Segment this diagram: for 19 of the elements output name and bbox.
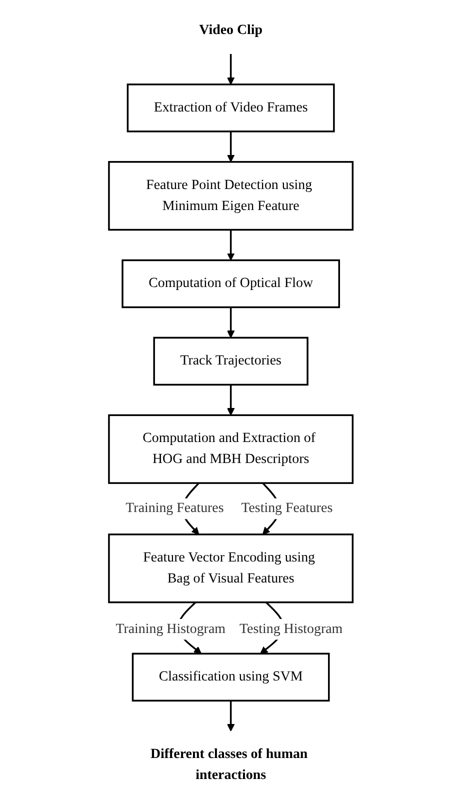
node-box: Track Trajectories (152, 336, 308, 386)
node-text: Different classes of human interactions (150, 746, 308, 782)
arrow (226, 230, 234, 261)
edge-label: Testing Features (240, 500, 332, 516)
edge-label: Training Features (125, 500, 224, 516)
node-box: Computation of Optical Flow (121, 259, 340, 308)
node-box: Feature Point Detection using Minimum Eigen Feature (108, 161, 354, 231)
arrow (226, 700, 234, 732)
node-text: Video Clip (198, 22, 262, 38)
edge-label: Training Histogram (115, 621, 226, 636)
node-box: Classification using SVM (132, 652, 330, 702)
node-box: Extraction of Video Frames (126, 84, 334, 132)
arrow (226, 54, 234, 85)
arrow (226, 384, 234, 416)
node-box: Feature Vector Encoding using Bag of Visual Features (108, 534, 354, 604)
node-box: Computation and Extraction of HOG and MBH Descriptors (108, 414, 354, 484)
arrow (226, 131, 234, 162)
arrow (226, 307, 234, 338)
edge-label: Testing Histogram (239, 621, 342, 636)
